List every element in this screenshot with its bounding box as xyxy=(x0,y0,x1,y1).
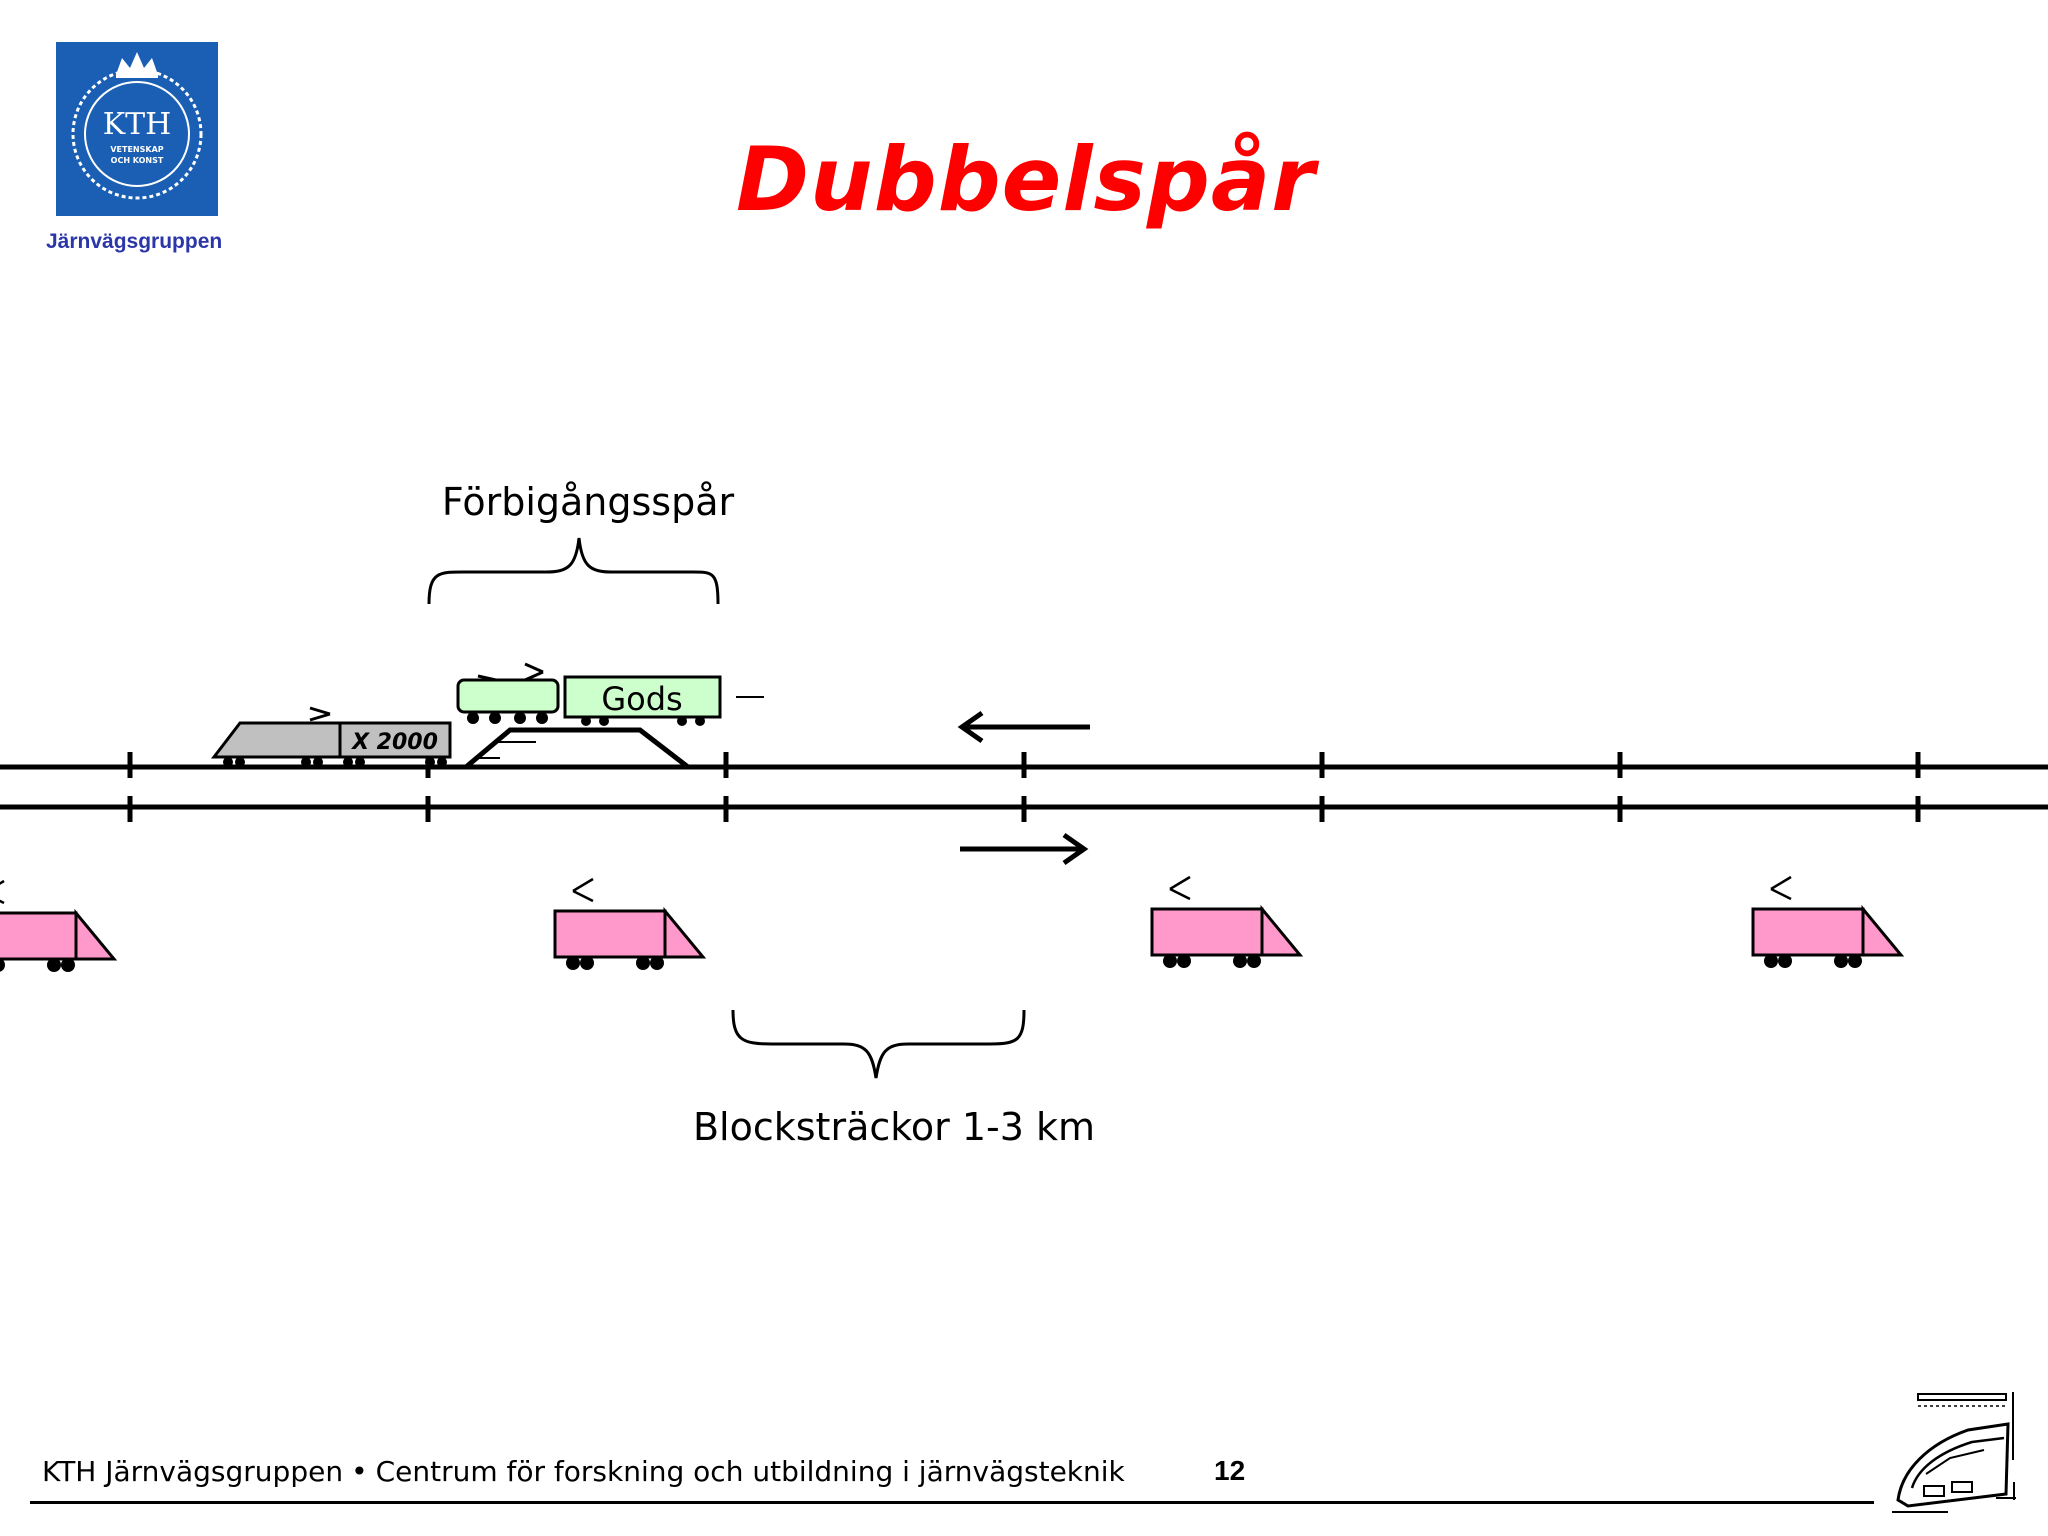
gods-freight-train: Gods xyxy=(456,662,722,726)
passing-track-label: Förbigångsspår xyxy=(442,480,735,524)
arrow-right-icon xyxy=(960,832,1089,866)
passing-siding xyxy=(464,727,690,769)
pink-train-2 xyxy=(553,877,705,972)
footer-separator: • xyxy=(351,1455,368,1488)
pink-train-3 xyxy=(1150,875,1302,970)
footer-org: KTH Järnvägsgruppen xyxy=(42,1455,344,1488)
footer-center-name: Centrum för forskning och utbildning i j… xyxy=(375,1455,1125,1488)
kth-motto-line2: OCH KONST xyxy=(111,156,164,165)
x2000-label: X 2000 xyxy=(350,730,438,755)
kth-logo: KTH VETENSKAP OCH KONST xyxy=(56,42,218,216)
footer-divider xyxy=(30,1501,1874,1504)
block-sections-brace xyxy=(731,1009,1026,1079)
block-sections-label: Blocksträckor 1-3 km xyxy=(693,1105,1095,1149)
kth-motto-line1: VETENSKAP xyxy=(110,145,163,154)
slide-title: Dubbelspår xyxy=(736,128,1316,231)
footer-text: KTH Järnvägsgruppen•Centrum för forsknin… xyxy=(42,1455,1125,1488)
passing-track-brace xyxy=(427,537,720,605)
gods-label: Gods xyxy=(601,680,682,718)
pink-train-1 xyxy=(0,879,116,974)
logo-org-label: Järnvägsgruppen xyxy=(46,230,223,253)
arrow-left-icon xyxy=(957,710,1090,744)
kth-logo-text: KTH xyxy=(103,107,172,142)
page-number: 12 xyxy=(1214,1455,1246,1486)
pink-train-4 xyxy=(1751,875,1903,970)
high-speed-train-icon xyxy=(1892,1392,2016,1513)
x2000-train: X 2000 xyxy=(210,706,452,767)
kth-emblem-icon: KTH VETENSKAP OCH KONST xyxy=(71,52,203,200)
